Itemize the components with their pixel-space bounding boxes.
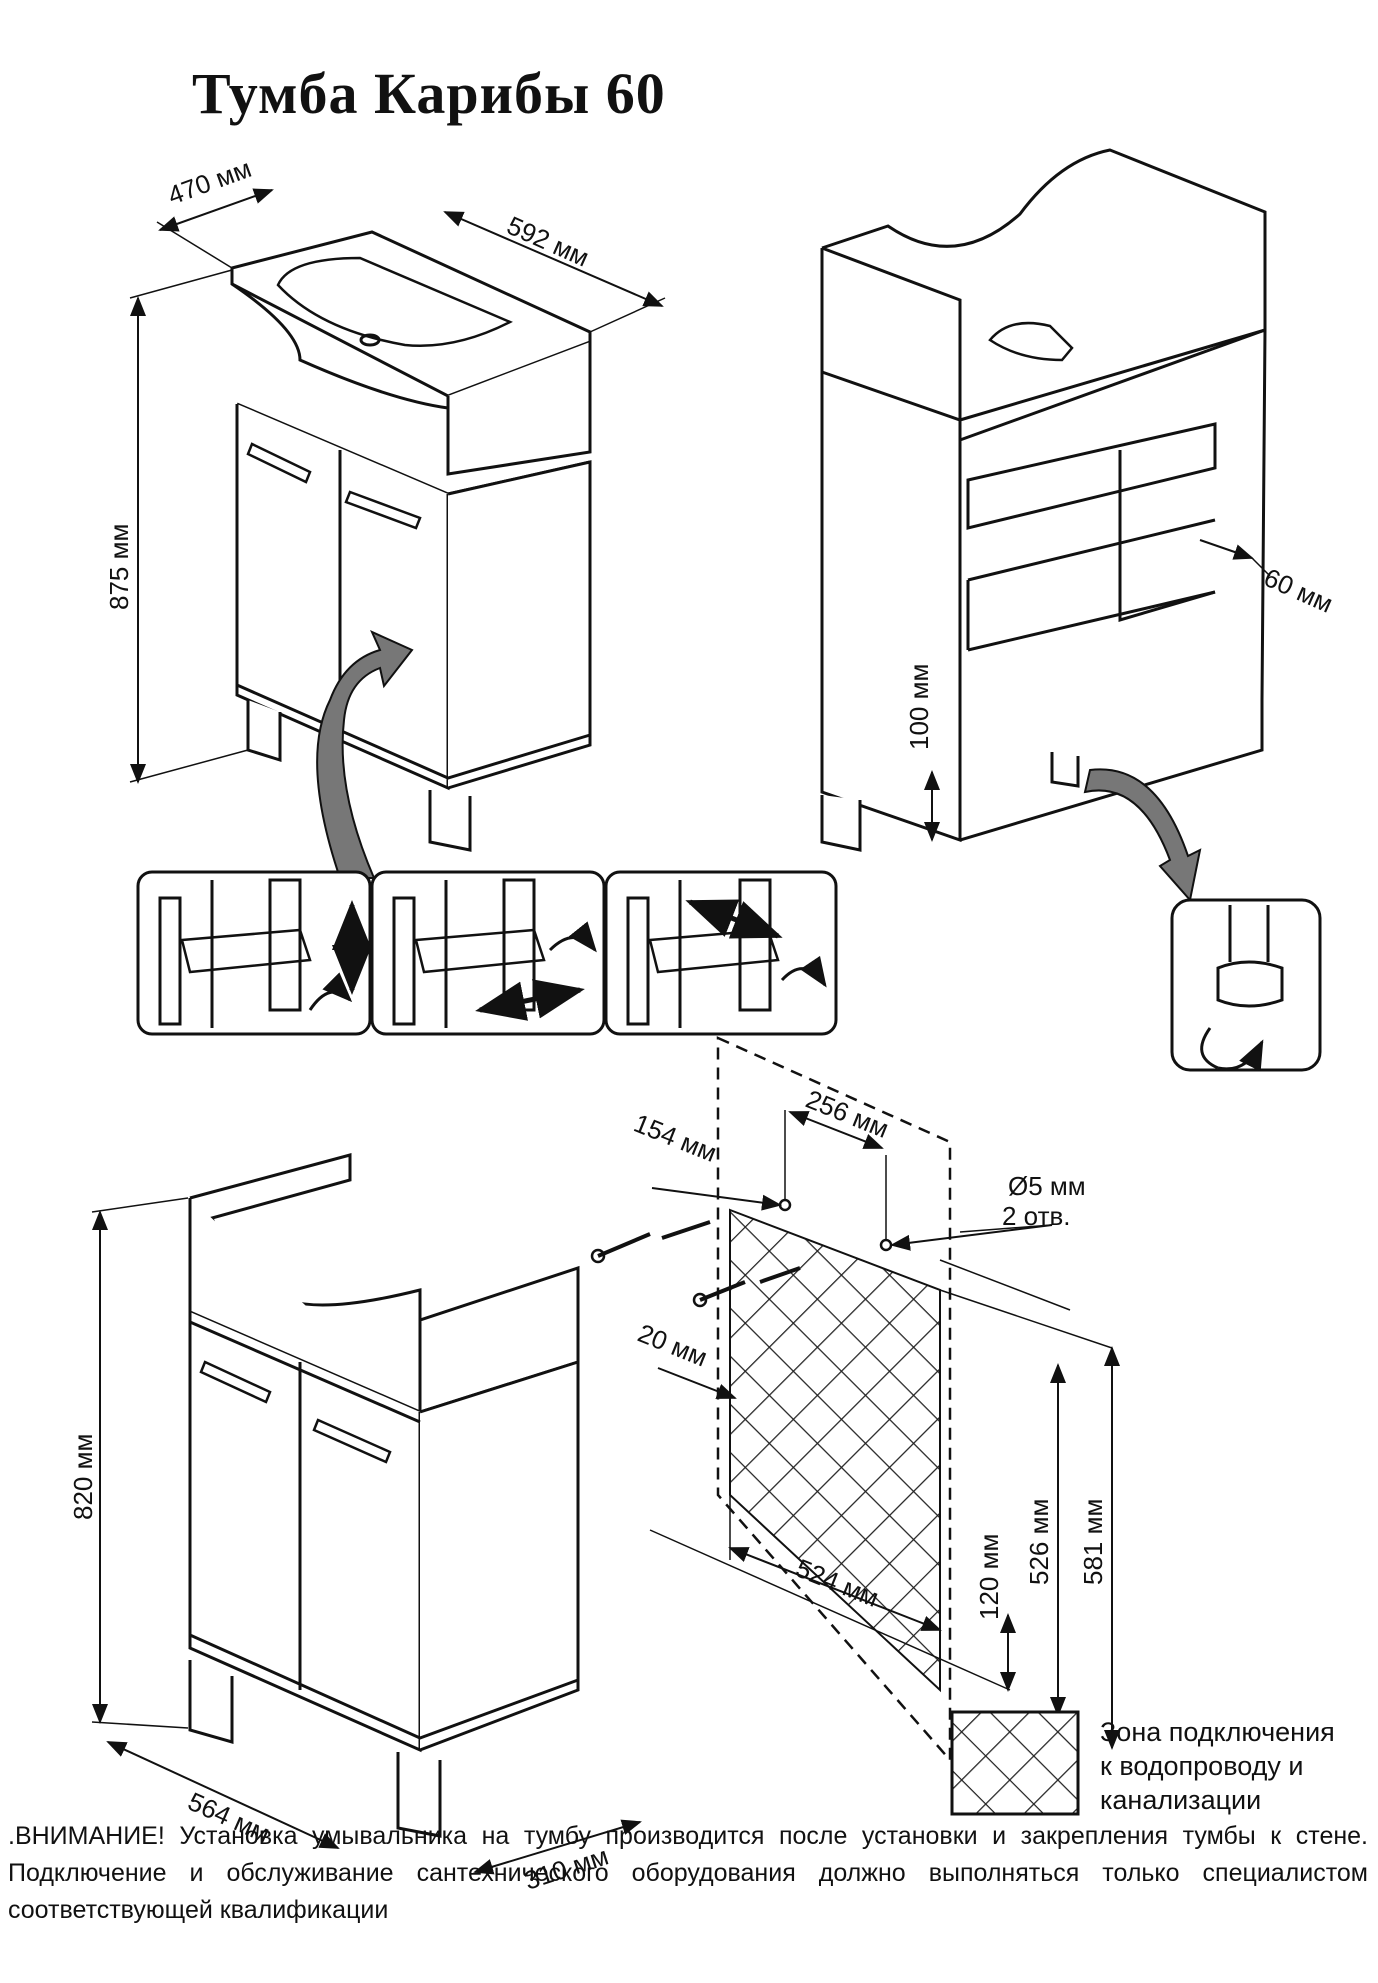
dim-height-total: 875 мм	[104, 524, 134, 610]
legend: Зона подключения к водопроводу и канализ…	[1100, 1715, 1335, 1817]
cabinet-with-basin-view	[129, 188, 666, 852]
cabinet-front-view	[91, 1153, 642, 1875]
page-title: Тумба Карибы 60	[192, 61, 666, 126]
dim-back-gap: 60 мм	[1260, 562, 1338, 619]
hinge-adjustment-panels	[136, 870, 838, 1036]
curved-arrow-foot	[1083, 768, 1202, 903]
dim-mount-height: 581 мм	[1078, 1499, 1108, 1585]
cabinet-open-view	[820, 148, 1271, 852]
legend-line-1: Зона подключения	[1100, 1717, 1335, 1747]
foot-detail-inset	[1170, 898, 1322, 1072]
dim-hole-count: 2 отв.	[1002, 1201, 1071, 1231]
dim-leg-height: 100 мм	[904, 664, 934, 750]
dim-hole-diameter: Ø5 мм	[1008, 1171, 1086, 1201]
curved-arrow-hinge	[316, 630, 414, 879]
dim-top-depth: 470 мм	[164, 153, 255, 211]
dim-top-width: 592 мм	[503, 210, 594, 273]
wall-mount-diagram	[590, 1036, 1120, 1764]
dim-hole-offset: 154 мм	[630, 1108, 721, 1168]
legend-line-2: к водопроводу и	[1100, 1751, 1304, 1781]
legend-line-3: канализации	[1100, 1785, 1262, 1815]
dim-zone-bottom: 120 мм	[974, 1534, 1004, 1620]
dim-cab-height: 820 мм	[68, 1434, 98, 1520]
dim-zone-offset: 20 мм	[634, 1318, 712, 1373]
dim-zone-top: 526 мм	[1024, 1499, 1054, 1585]
legend-swatch	[950, 1710, 1080, 1816]
warning-note: .ВНИМАНИЕ! Установка умывальника на тумб…	[8, 1822, 1368, 1924]
